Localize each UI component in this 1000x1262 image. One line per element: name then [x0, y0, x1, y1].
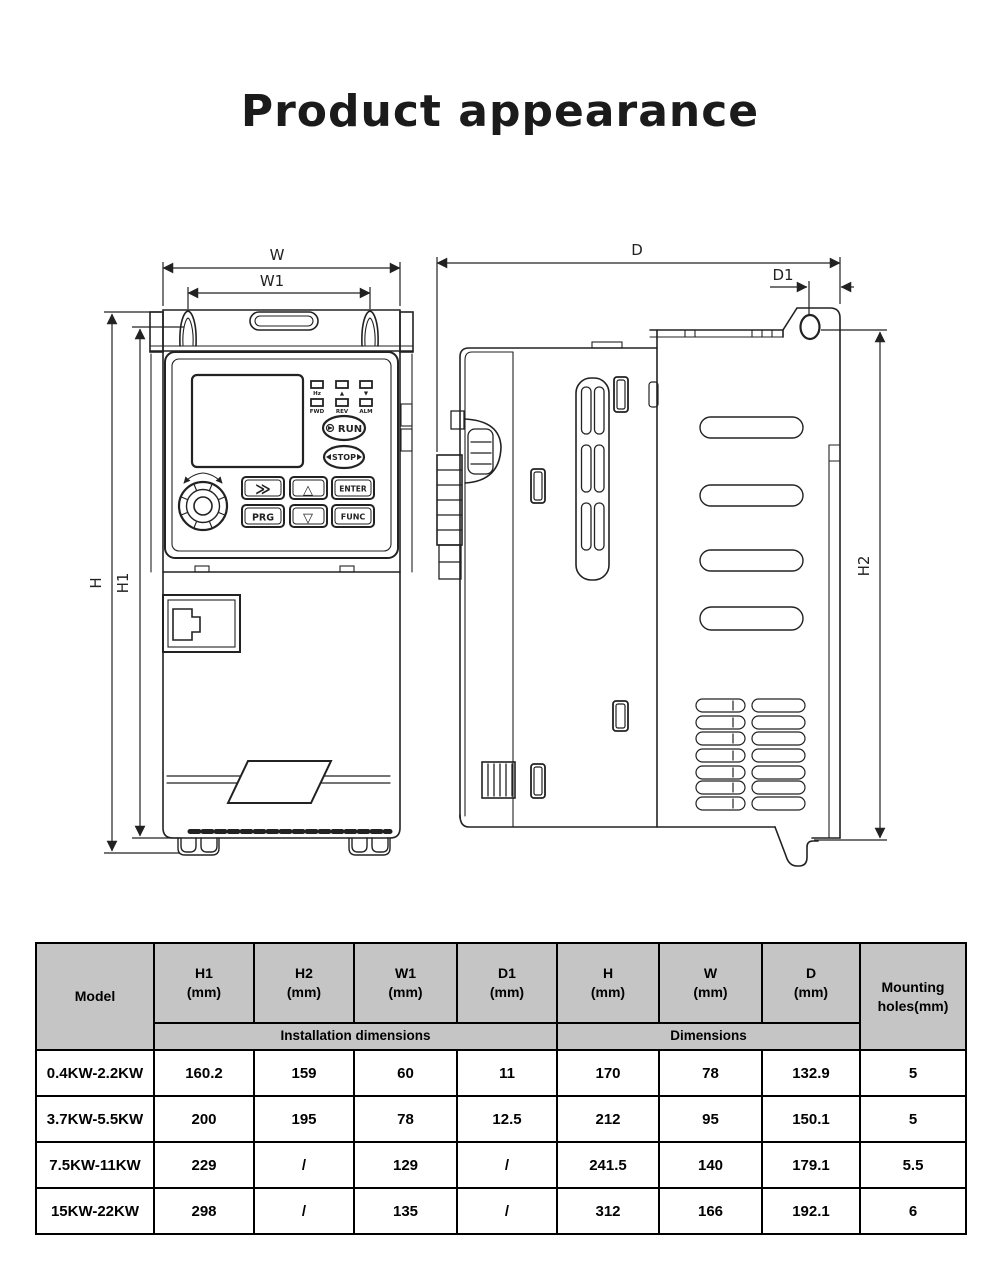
svg-text:FUNC: FUNC [341, 513, 366, 522]
bottom-feet [177, 837, 391, 856]
logo-plate [166, 760, 391, 804]
mounting-hole [799, 313, 821, 341]
dim-label-h1: H1 [114, 573, 132, 594]
led-label-fwd: FWD [310, 409, 325, 415]
key-func: FUNC [331, 504, 375, 528]
col-header-w1: W1(mm) [353, 942, 458, 1024]
dimensions-table: Model H1(mm) H2(mm) W1(mm) D1(mm) H(mm) … [35, 942, 967, 1235]
key-enter: ENTER [331, 476, 375, 500]
led-label-rev: REV [336, 409, 349, 415]
rear-oval-vents [699, 416, 804, 631]
mounting-tab-right [361, 310, 379, 347]
col-header-d1: D1(mm) [456, 942, 558, 1024]
svg-text:STOP: STOP [332, 453, 356, 462]
side-view-drawing [436, 307, 841, 867]
top-handle-slot [249, 311, 319, 331]
col-header-w: W(mm) [658, 942, 763, 1024]
led-label-down: ▼ [364, 391, 369, 397]
stop-button: STOP [322, 444, 366, 470]
front-view-drawing: Hz ▲ ▼ FWD REV ALM RUN [149, 309, 414, 856]
model-cell: 7.5KW-11KW [35, 1141, 155, 1189]
front-view-dimensions: W W1 H H1 [87, 246, 401, 854]
dim-label-h: H [87, 577, 105, 588]
table-row: 3.7KW-5.5KW 200 195 78 12.5 212 95 150.1… [35, 1095, 967, 1143]
key-up: △ [289, 476, 328, 500]
key-prg: PRG [241, 504, 285, 528]
led-label-up: ▲ [340, 391, 345, 397]
lcd-display [190, 373, 305, 469]
table-row: 7.5KW-11KW 229 / 129 / 241.5 140 179.1 5… [35, 1141, 967, 1189]
model-cell: 0.4KW-2.2KW [35, 1049, 155, 1097]
led-indicators [310, 380, 373, 407]
mounting-tab-left [179, 310, 197, 347]
side-slots [530, 376, 659, 799]
dim-label-d1: D1 [772, 266, 793, 284]
led-label-alm: ALM [359, 409, 372, 415]
svg-text:△: △ [303, 483, 313, 498]
dim-label-h2: H2 [855, 556, 873, 577]
col-header-h1: H1(mm) [153, 942, 255, 1024]
side-left-clips [436, 410, 516, 799]
col-header-mounting-holes: Mounting holes(mm) [859, 942, 967, 1051]
svg-text:PRG: PRG [252, 513, 274, 524]
col-header-model: Model [35, 942, 155, 1051]
side-vent-strip [575, 377, 610, 581]
col-header-h2: H2(mm) [253, 942, 355, 1024]
col-header-d: D(mm) [761, 942, 861, 1024]
run-button: RUN [321, 414, 367, 442]
mount-wing-right [399, 311, 414, 353]
dim-label-w1: W1 [260, 272, 284, 290]
page-title: Product appearance [240, 86, 760, 137]
jog-dial [177, 472, 229, 532]
side-view-dimensions: D D1 H2 [436, 241, 887, 841]
key-down: ▽ [289, 504, 328, 528]
svg-text:≫: ≫ [255, 480, 271, 498]
dim-label-d: D [631, 241, 643, 259]
dim-label-w: W [270, 246, 285, 264]
table-row: 0.4KW-2.2KW 160.2 159 60 11 170 78 132.9… [35, 1049, 967, 1097]
rj45-port [162, 594, 241, 653]
table-row: 15KW-22KW 298 / 135 / 312 166 192.1 6 [35, 1187, 967, 1235]
led-label-hz: Hz [313, 391, 321, 397]
keypad-panel: Hz ▲ ▼ FWD REV ALM RUN [164, 351, 399, 559]
svg-text:RUN: RUN [338, 424, 362, 435]
model-cell: 15KW-22KW [35, 1187, 155, 1235]
key-shift: ≫ [241, 476, 285, 500]
model-cell: 3.7KW-5.5KW [35, 1095, 155, 1143]
heatsink-vent-grid [695, 698, 806, 811]
technical-drawing: Hz ▲ ▼ FWD REV ALM RUN [87, 241, 887, 867]
group-header-dimensions: Dimensions [556, 1022, 861, 1051]
svg-text:▽: ▽ [303, 511, 313, 526]
svg-text:ENTER: ENTER [339, 485, 367, 494]
col-header-h: H(mm) [556, 942, 660, 1024]
group-header-installation: Installation dimensions [153, 1022, 558, 1051]
